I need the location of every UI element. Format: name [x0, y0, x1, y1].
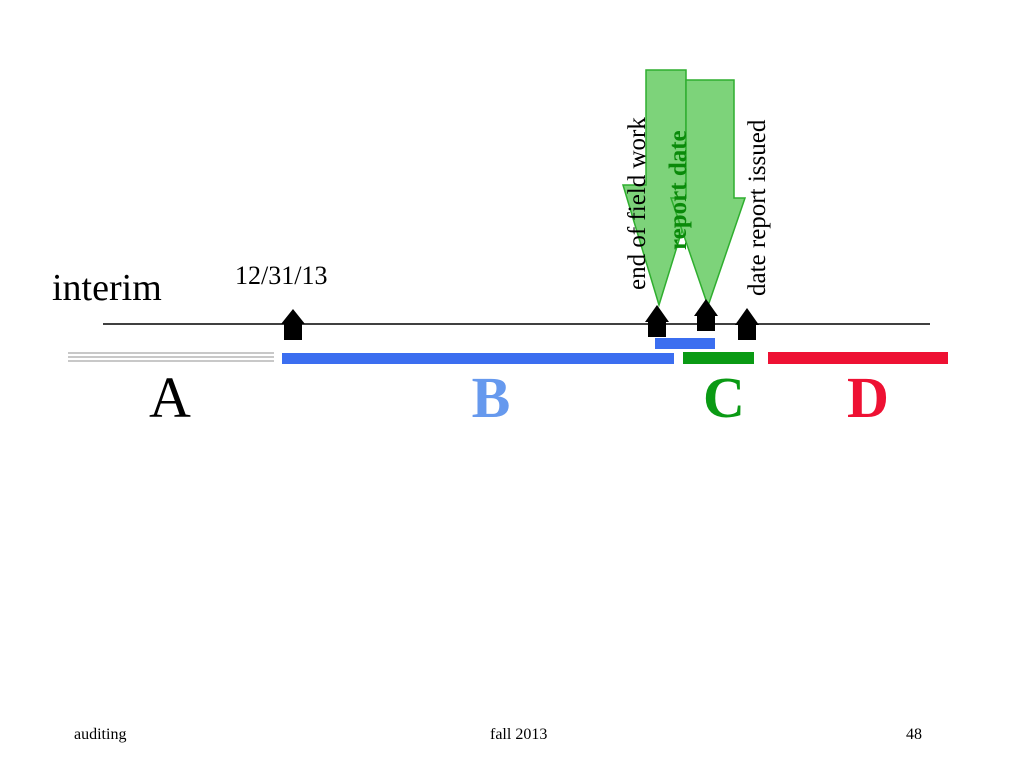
- interim-label: interim: [52, 267, 162, 309]
- period-a-bar: [68, 352, 274, 362]
- footer-slide-number: 48: [906, 726, 922, 743]
- footer-term: fall 2013: [490, 726, 548, 743]
- period-b-bar: [282, 353, 674, 364]
- period-d-label: D: [847, 365, 889, 430]
- report-date-label: report date: [665, 130, 692, 250]
- report-date-marker: [694, 299, 718, 331]
- period-a-label: A: [149, 365, 191, 430]
- date-report-issued-marker: [735, 308, 759, 340]
- period-c-bar: [683, 352, 754, 364]
- period-b-extension-bar: [655, 338, 715, 349]
- year-end-date-label: 12/31/13: [235, 261, 327, 290]
- period-b-label: B: [472, 365, 511, 430]
- footer-course-name: auditing: [74, 726, 127, 743]
- end-of-field-work-label: end of field work: [624, 117, 651, 290]
- year-end-marker: [281, 309, 305, 340]
- end-of-field-work-marker: [645, 305, 669, 337]
- period-d-bar: [768, 352, 948, 364]
- date-report-issued-label: date report issued: [744, 119, 771, 296]
- report-date-callout-arrow-front: [669, 79, 747, 309]
- period-c-label: C: [703, 365, 745, 430]
